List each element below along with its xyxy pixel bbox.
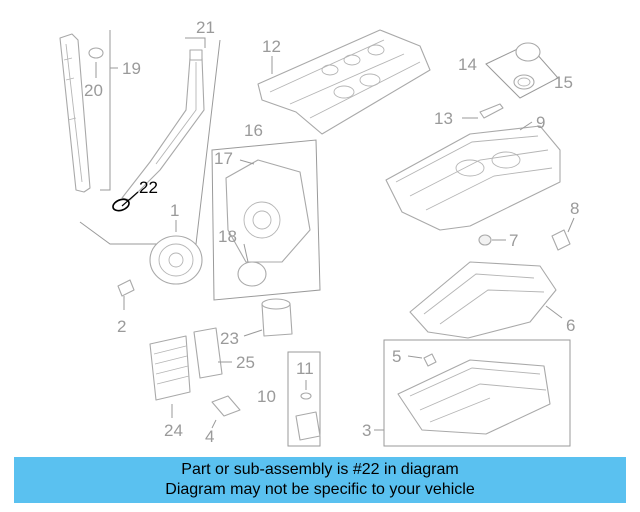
callout-14: 14 <box>458 55 477 74</box>
callout-3: 3 <box>362 421 371 440</box>
callout-15: 15 <box>554 73 573 92</box>
callout-4: 4 <box>205 427 214 446</box>
dipstick-part <box>59 30 118 193</box>
plug-part <box>478 217 575 251</box>
callout-11: 11 <box>296 359 314 378</box>
oil-cooler-part <box>149 327 232 418</box>
callout-19: 19 <box>122 59 141 78</box>
bracket-part <box>211 395 241 429</box>
callout-21: 21 <box>196 18 215 37</box>
oil-level-sensor-part <box>287 351 321 447</box>
lower-oil-pan-part <box>374 339 571 447</box>
callout-22: 22 <box>139 178 158 197</box>
parts-diagram: 1 2 3 4 5 6 7 8 9 10 11 12 13 14 15 16 1… <box>59 18 579 447</box>
banner-line-2: Diagram may not be specific to your vehi… <box>165 481 475 498</box>
callout-labels: 1 2 3 4 5 6 7 8 9 10 11 12 13 14 15 16 1… <box>84 18 579 446</box>
oil-cap-part <box>485 42 559 99</box>
callout-8: 8 <box>570 199 579 218</box>
callout-18: 18 <box>218 227 237 246</box>
callout-6: 6 <box>566 316 575 335</box>
callout-7: 7 <box>509 231 518 250</box>
callout-2: 2 <box>117 317 126 336</box>
callout-12: 12 <box>262 37 281 56</box>
sensor-part <box>462 103 504 119</box>
valve-cover-part <box>257 29 431 135</box>
callout-9: 9 <box>536 113 545 132</box>
crankcase-part <box>409 261 563 339</box>
callout-1: 1 <box>170 201 179 220</box>
pulley-part <box>117 220 203 310</box>
callout-24: 24 <box>164 421 183 440</box>
banner-line-1: Part or sub-assembly is #22 in diagram <box>181 461 459 478</box>
callout-23: 23 <box>220 329 239 348</box>
dipstick-tube-part <box>79 37 221 245</box>
info-banner: Part or sub-assembly is #22 in diagram D… <box>14 457 626 503</box>
callout-20: 20 <box>84 81 103 100</box>
upper-oil-pan-part <box>385 121 561 231</box>
callout-25: 25 <box>236 353 255 372</box>
timing-cover-part <box>211 139 321 301</box>
callout-16: 16 <box>244 121 263 140</box>
callout-5: 5 <box>392 347 401 366</box>
callout-13: 13 <box>434 109 453 128</box>
callout-17: 17 <box>214 149 233 168</box>
oil-filter-part <box>243 298 293 337</box>
callout-10: 10 <box>257 387 276 406</box>
